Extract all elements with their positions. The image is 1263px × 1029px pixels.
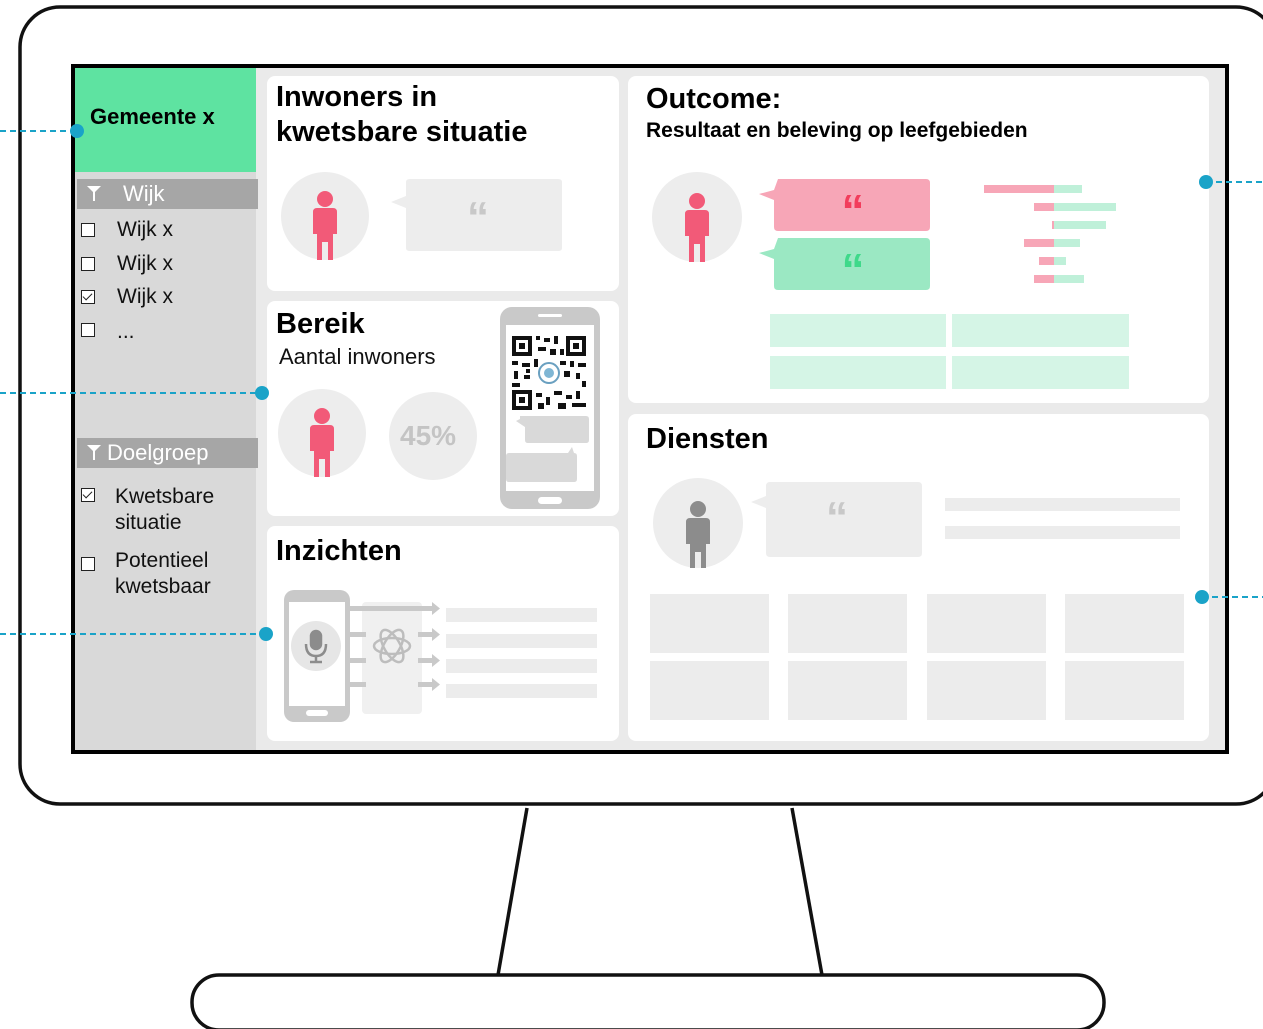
wijk-item-label: Wijk x xyxy=(117,252,173,275)
speech-bubble xyxy=(391,179,562,251)
tile-placeholder xyxy=(927,661,1046,720)
monitor-base xyxy=(190,973,1106,1029)
connector-dot xyxy=(259,627,273,641)
text-line-placeholder xyxy=(446,684,597,698)
filter-doelgroep-label: Doelgroep xyxy=(107,440,209,465)
tile-placeholder xyxy=(952,314,1129,347)
quote-icon: “ xyxy=(826,493,848,542)
quote-icon: “ xyxy=(842,185,865,237)
bar-negative xyxy=(984,185,1054,193)
ai-knot-icon xyxy=(372,628,412,664)
bar-positive xyxy=(1054,221,1106,229)
microphone-icon xyxy=(304,629,328,664)
filter-wijk-label: Wijk xyxy=(123,181,165,206)
tile-placeholder xyxy=(1065,594,1184,653)
filter-icon xyxy=(87,186,101,201)
inwoners-graphic: “ xyxy=(281,172,562,260)
panel-title: Outcome: xyxy=(646,83,782,115)
panel-title: Inwoners in xyxy=(276,81,438,113)
connector-dot xyxy=(255,386,269,400)
inzichten-graphic xyxy=(284,590,597,722)
panel-subtitle: Aantal inwoners xyxy=(279,344,436,369)
smartphone-icon xyxy=(500,307,600,509)
checkbox-potentieel-kwetsbaar[interactable] xyxy=(81,557,95,571)
bar-negative xyxy=(1052,221,1054,229)
doelgroep-item-line2: kwetsbaar xyxy=(115,575,211,598)
connector-dot xyxy=(1195,590,1209,604)
panel-title: Inzichten xyxy=(276,535,402,567)
checkbox-wijk-3[interactable] xyxy=(81,290,95,304)
bar-positive xyxy=(1054,239,1080,247)
doelgroep-item-line2: situatie xyxy=(115,511,182,534)
doelgroep-item-line1: Potentieel xyxy=(115,549,209,572)
bar-positive xyxy=(1054,203,1116,211)
quote-icon: “ xyxy=(842,244,865,296)
diensten-graphic: “ xyxy=(650,478,1184,720)
tile-placeholder xyxy=(770,314,946,347)
negative-quote-bubble xyxy=(759,179,930,231)
tile-placeholder xyxy=(788,594,907,653)
connector-dot xyxy=(1199,175,1213,189)
bar-positive xyxy=(1054,275,1084,283)
connector-dot xyxy=(70,124,84,138)
bar-negative xyxy=(1024,239,1054,247)
filter-wijk-header[interactable]: Wijk xyxy=(77,179,258,209)
percentage-circle xyxy=(389,392,477,480)
bar-negative xyxy=(1039,257,1054,265)
checkbox-wijk-2[interactable] xyxy=(81,257,95,271)
tile-placeholder xyxy=(1065,661,1184,720)
tile-placeholder xyxy=(788,661,907,720)
checkbox-wijk-1[interactable] xyxy=(81,223,95,237)
qr-code-icon xyxy=(511,335,587,411)
checkbox-wijk-more[interactable] xyxy=(81,323,95,337)
stand-left-leg xyxy=(496,807,529,976)
text-line-placeholder xyxy=(945,498,1180,511)
tile-placeholder xyxy=(952,356,1129,389)
person-icon xyxy=(310,408,334,477)
chat-bubble-in xyxy=(516,416,589,443)
tile-placeholder xyxy=(927,594,1046,653)
panel-title: kwetsbare situatie xyxy=(276,116,528,148)
tile-placeholder xyxy=(770,356,946,389)
tile-placeholder xyxy=(650,661,769,720)
diverging-bar-chart xyxy=(984,185,1116,283)
panel-subtitle: Resultaat en beleving op leefgebieden xyxy=(646,119,1028,142)
bar-negative xyxy=(1034,203,1054,211)
panel-title: Bereik xyxy=(276,308,365,340)
person-icon xyxy=(686,501,710,568)
chat-bubble-out xyxy=(506,447,577,482)
panel-title: Diensten xyxy=(646,423,769,455)
text-line-placeholder xyxy=(446,608,597,622)
text-line-placeholder xyxy=(446,659,597,673)
text-line-placeholder xyxy=(446,634,597,648)
doelgroep-item-line1: Kwetsbare xyxy=(115,485,215,508)
bar-positive xyxy=(1054,185,1082,193)
municipality-header[interactable] xyxy=(75,68,256,172)
wijk-item-label: Wijk x xyxy=(117,285,173,308)
municipality-name: Gemeente x xyxy=(90,104,215,129)
wijk-item-label: ... xyxy=(117,320,135,343)
bereik-graphic xyxy=(278,389,477,480)
filter-doelgroep-header[interactable]: Doelgroep xyxy=(77,438,258,468)
wijk-item-label: Wijk x xyxy=(117,218,173,241)
quote-icon: “ xyxy=(467,193,489,242)
bar-negative xyxy=(1034,275,1054,283)
person-icon xyxy=(313,191,337,260)
tile-placeholder xyxy=(650,594,769,653)
bereik-percentage: 45% xyxy=(400,420,457,451)
outcome-graphic: “ “ xyxy=(652,172,1129,389)
speech-bubble xyxy=(751,482,922,557)
checkbox-kwetsbare-situatie[interactable] xyxy=(81,488,95,502)
person-icon xyxy=(685,193,709,262)
bar-positive xyxy=(1054,257,1066,265)
text-line-placeholder xyxy=(945,526,1180,539)
filter-icon xyxy=(87,445,101,460)
positive-quote-bubble xyxy=(759,238,930,290)
stand-right-leg xyxy=(790,807,824,976)
